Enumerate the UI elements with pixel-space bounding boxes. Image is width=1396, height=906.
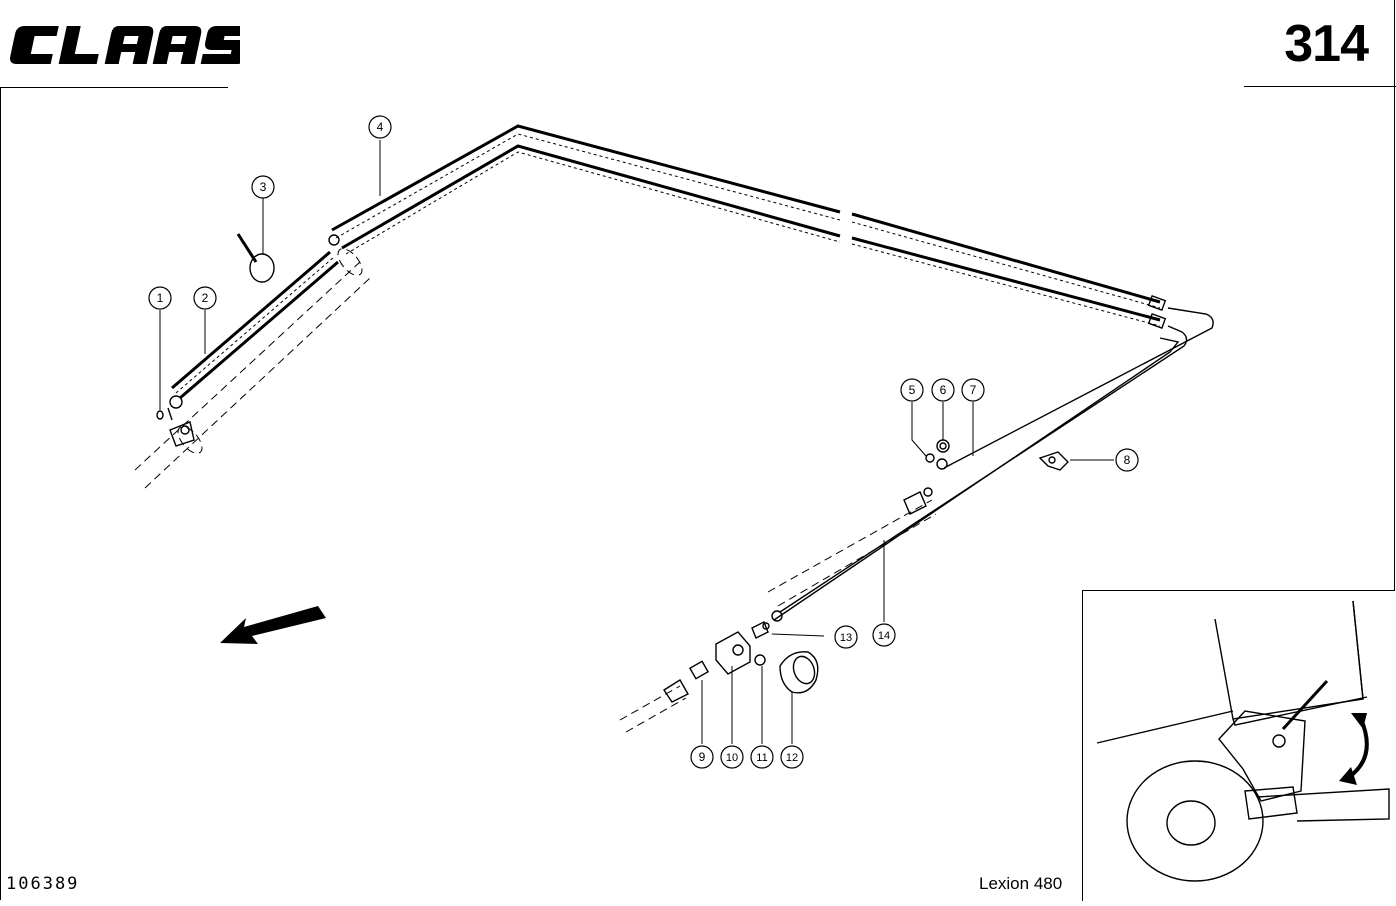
callout-circle-2 — [193, 286, 217, 310]
frame-right — [1394, 0, 1395, 900]
page-number: 314 — [1284, 15, 1369, 73]
callout-label-11: 11 — [756, 752, 767, 764]
callout-circle-14 — [872, 623, 896, 647]
leader-lines — [159, 140, 1114, 744]
callout-circle-6 — [931, 378, 955, 402]
location-inset — [1082, 590, 1395, 901]
o-ring-part-1 — [156, 410, 164, 420]
callout-circle-4 — [368, 115, 392, 139]
header-rule-right — [1244, 86, 1396, 87]
nut-part-6 — [936, 439, 950, 453]
callout-circle-11 — [750, 745, 774, 769]
callout-label-14: 14 — [878, 630, 890, 642]
washer-part-5 — [925, 453, 935, 463]
claas-logo — [10, 26, 240, 64]
model-name: Lexion 480 — [979, 874, 1063, 893]
callout-label-3: 3 — [260, 180, 267, 194]
clamp-band-part-3 — [236, 233, 275, 283]
callout-circle-12 — [780, 745, 804, 769]
clip-part-8 — [1038, 451, 1069, 471]
callout-label-13: 13 — [840, 632, 852, 644]
fitting-part-13 — [751, 621, 770, 639]
callout-circle-1 — [148, 286, 172, 310]
hydraulic-cylinder-phantom — [134, 248, 371, 489]
fitting-pipe-14 — [903, 487, 933, 515]
callout-label-8: 8 — [1124, 453, 1131, 467]
hose-part-2 — [167, 250, 339, 421]
double-arrow-icon — [1339, 713, 1369, 785]
callout-circle-7 — [961, 378, 985, 402]
callout-label-7: 7 — [970, 383, 977, 397]
callout-circle-13 — [834, 625, 858, 649]
callout-label-5: 5 — [909, 383, 916, 397]
callout-circle-9 — [690, 745, 714, 769]
phantom-line-lower — [619, 685, 687, 733]
callout-label-10: 10 — [726, 752, 738, 764]
callout-circles — [148, 115, 1139, 769]
inset-drawing — [1096, 600, 1390, 882]
callout-label-9: 9 — [699, 750, 706, 764]
callout-label-6: 6 — [940, 383, 947, 397]
block-part-10 — [715, 631, 751, 675]
callout-circle-8 — [1115, 448, 1139, 472]
pipe-part-14 — [771, 307, 1214, 622]
fitting-cylinder — [169, 421, 195, 447]
callout-circle-5 — [900, 378, 924, 402]
callout-label-1: 1 — [157, 291, 164, 305]
frame-left — [0, 88, 1, 900]
arrow-direction-icon — [220, 606, 326, 644]
header-rule-left — [0, 87, 228, 88]
document-number: 106389 — [6, 874, 80, 894]
callout-label-2: 2 — [202, 291, 209, 305]
callout-circle-10 — [720, 745, 744, 769]
connector-part-9 — [663, 660, 710, 703]
callout-label-12: 12 — [786, 752, 798, 764]
ring-part-11 — [754, 654, 766, 666]
callout-label-4: 4 — [377, 120, 384, 134]
hose-part-4 — [328, 124, 1167, 329]
callout-circle-3 — [251, 175, 275, 199]
phantom-pipe — [767, 499, 937, 607]
cap-part-12 — [779, 651, 819, 694]
